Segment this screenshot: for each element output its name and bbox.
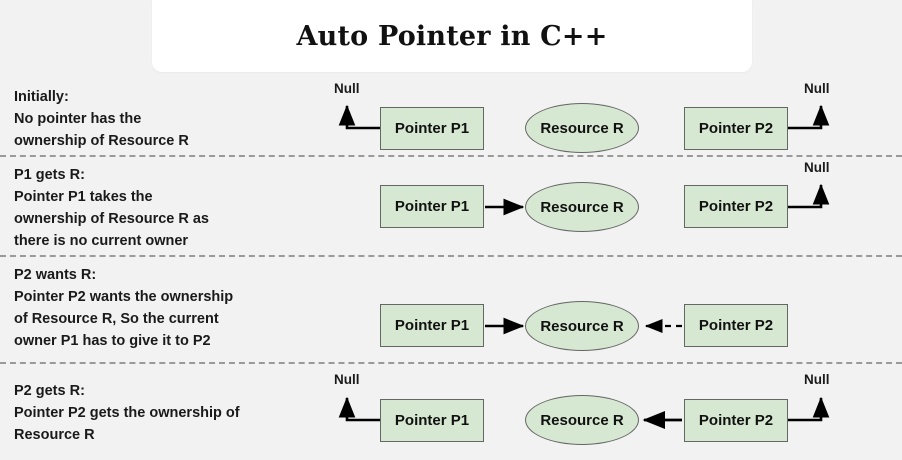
row-p1-gets-r: P1 gets R: Pointer P1 takes the ownershi…	[0, 160, 902, 255]
p1-null-arrow	[338, 104, 380, 130]
null-label-right: Null	[804, 81, 830, 96]
node-pointer-p1[interactable]: Pointer P1	[380, 304, 484, 347]
title-card: Auto Pointer in C++	[152, 0, 752, 72]
row-initially: Initially: No pointer has the ownership …	[0, 81, 902, 155]
row-connectors	[485, 183, 830, 216]
p2-null-arrow	[788, 396, 830, 422]
row-diagram: Null Null Pointer P1 Resource R Pointer …	[320, 368, 902, 460]
row-connectors	[485, 317, 682, 335]
null-label-right: Null	[804, 372, 830, 387]
row-diagram: Null Pointer P1 Resource R Pointer P2	[320, 160, 902, 255]
p2-null-arrow	[788, 104, 830, 130]
node-pointer-p1[interactable]: Pointer P1	[380, 185, 484, 228]
node-resource-r[interactable]: Resource R	[525, 103, 639, 153]
row-description: P2 gets R: Pointer P2 gets the ownership…	[14, 383, 240, 444]
row-description: P2 wants R: Pointer P2 wants the ownersh…	[14, 267, 234, 350]
null-label-left: Null	[334, 81, 360, 96]
row-separator-2	[0, 255, 902, 257]
node-pointer-p1[interactable]: Pointer P1	[380, 107, 484, 150]
row-p2-gets-r: P2 gets R: Pointer P2 gets the ownership…	[0, 368, 902, 460]
node-pointer-p2[interactable]: Pointer P2	[684, 399, 788, 442]
row-p2-wants-r: P2 wants R: Pointer P2 wants the ownersh…	[0, 262, 902, 362]
p1-null-arrow	[338, 396, 380, 422]
row-connectors	[338, 104, 830, 130]
null-label-right: Null	[804, 160, 830, 175]
row-description: Initially: No pointer has the ownership …	[14, 89, 189, 150]
node-resource-r[interactable]: Resource R	[525, 301, 639, 351]
row-separator-1	[0, 155, 902, 157]
node-pointer-p2[interactable]: Pointer P2	[684, 107, 788, 150]
row-diagram: Null Null Pointer P1 Resource R Pointer …	[320, 81, 902, 155]
row-description: P1 gets R: Pointer P1 takes the ownershi…	[14, 167, 209, 250]
node-resource-r[interactable]: Resource R	[525, 182, 639, 232]
node-pointer-p2[interactable]: Pointer P2	[684, 304, 788, 347]
node-pointer-p1[interactable]: Pointer P1	[380, 399, 484, 442]
row-connectors	[338, 396, 830, 429]
row-separator-3	[0, 362, 902, 364]
null-label-left: Null	[334, 372, 360, 387]
node-pointer-p2[interactable]: Pointer P2	[684, 185, 788, 228]
p2-null-arrow	[788, 183, 830, 209]
node-resource-r[interactable]: Resource R	[525, 395, 639, 445]
row-diagram: Pointer P1 Resource R Pointer P2	[320, 262, 902, 362]
page-title: Auto Pointer in C++	[296, 20, 608, 52]
